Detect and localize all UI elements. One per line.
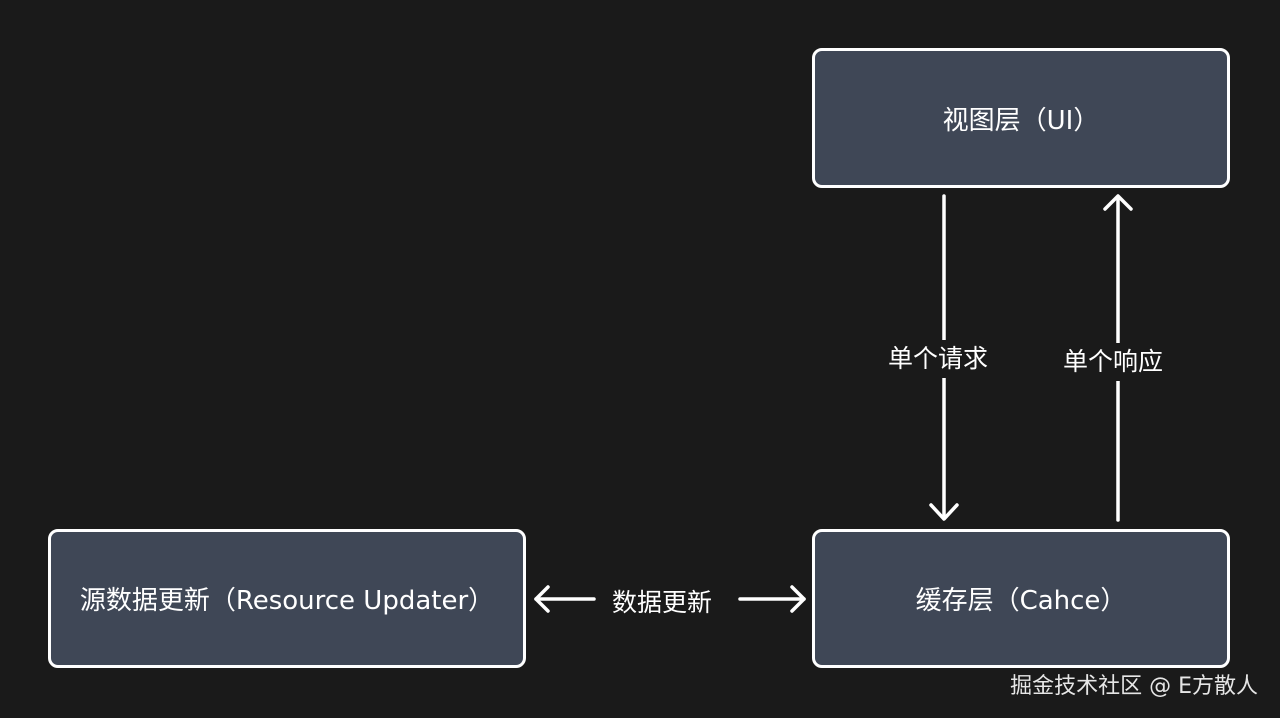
ui-layer-label: 视图层（UI） <box>942 105 1100 136</box>
resource-updater-box: 源数据更新（Resource Updater） <box>48 529 526 668</box>
cache-layer-label: 缓存层（Cahce） <box>915 586 1127 616</box>
resource-updater-label: 源数据更新（Resource Updater） <box>79 586 495 616</box>
watermark: 掘金技术社区 @ E方散人 <box>1010 674 1258 699</box>
response-edge-label: 单个响应 <box>1063 343 1164 381</box>
update-arrow <box>534 585 806 613</box>
cache-layer-box: 缓存层（Cahce） <box>812 529 1230 668</box>
request-edge-label: 单个请求 <box>888 340 989 378</box>
ui-layer-box: 视图层（UI） <box>812 48 1230 188</box>
update-edge-label: 数据更新 <box>612 584 713 622</box>
